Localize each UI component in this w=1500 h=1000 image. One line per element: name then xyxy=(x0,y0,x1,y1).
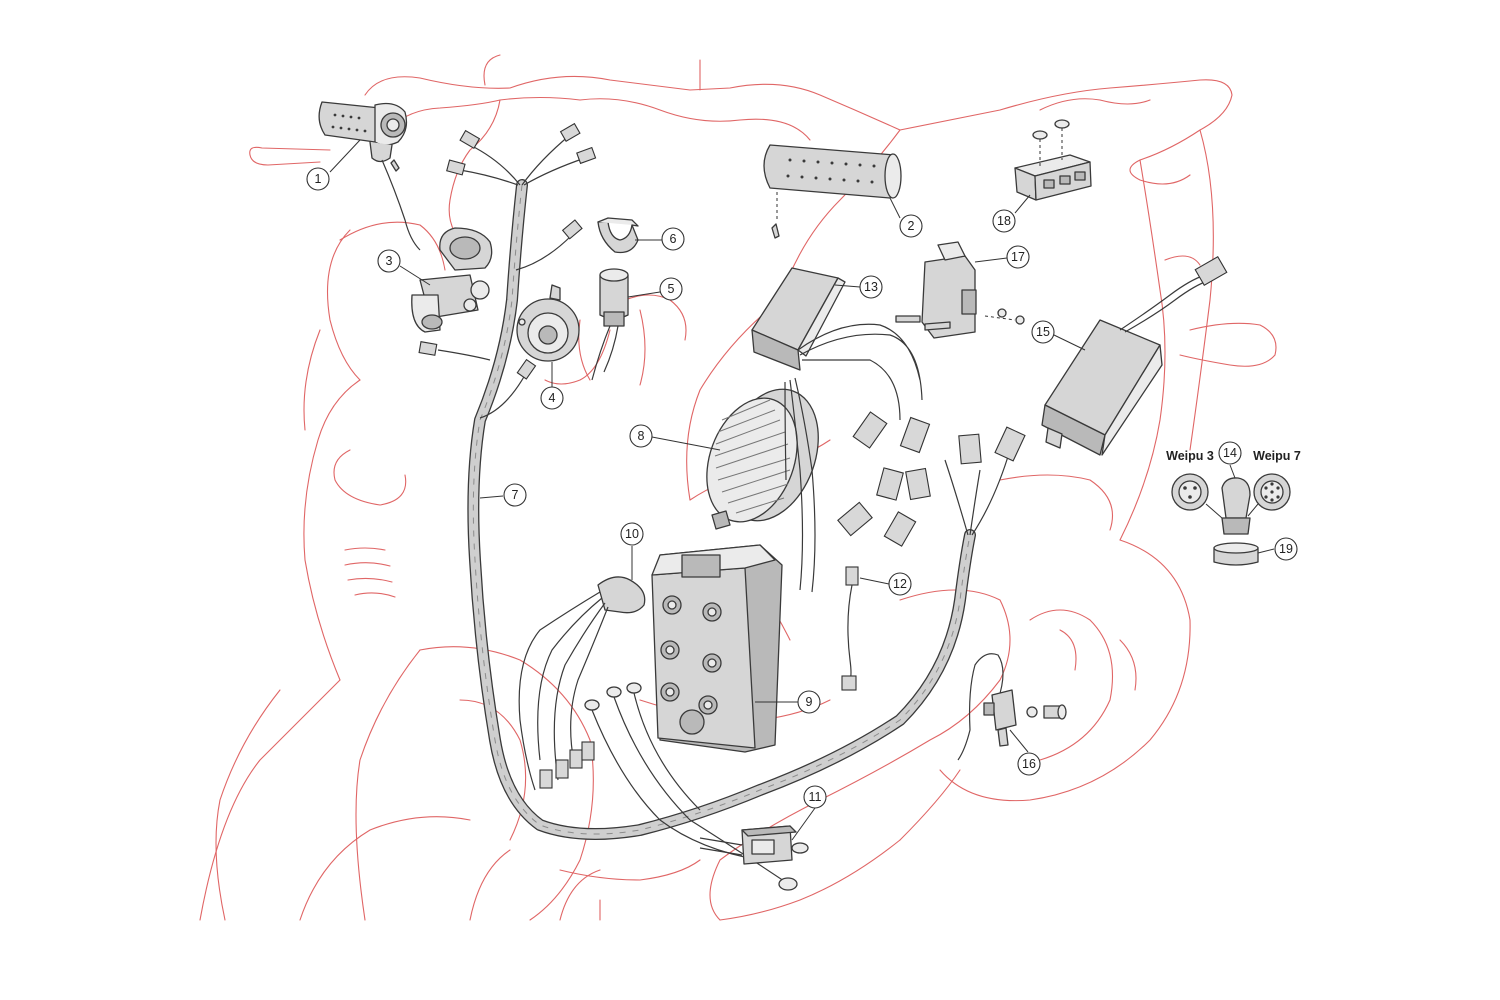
side-stand-switch xyxy=(957,653,1067,761)
callout-1: 1 xyxy=(306,167,330,191)
leader-lines xyxy=(329,139,1275,841)
callout-6: 6 xyxy=(661,227,685,251)
charger-unit xyxy=(1041,255,1228,456)
connector-cap xyxy=(1213,542,1259,566)
circuit-breaker xyxy=(895,241,1025,339)
callout-8: 8 xyxy=(629,424,653,448)
horn xyxy=(516,284,580,362)
callout-9-label: 9 xyxy=(806,695,813,709)
callout-11: 11 xyxy=(803,785,827,809)
callout-19: 19 xyxy=(1274,537,1298,561)
callout-16-label: 16 xyxy=(1022,757,1036,771)
callout-12: 12 xyxy=(888,572,912,596)
callout-15-label: 15 xyxy=(1036,325,1050,339)
callout-5-label: 5 xyxy=(668,282,675,296)
throttle-grip xyxy=(318,101,421,251)
callout-18: 18 xyxy=(992,209,1016,233)
callout-4-label: 4 xyxy=(549,391,556,405)
callout-6-label: 6 xyxy=(670,232,677,246)
callout-1-label: 1 xyxy=(315,172,322,186)
callout-8-label: 8 xyxy=(638,429,645,443)
flasher-relay xyxy=(591,268,629,381)
controller-pigtail xyxy=(518,576,791,886)
callout-13: 13 xyxy=(859,275,883,299)
motor-controller xyxy=(651,544,783,753)
harness-connectors xyxy=(418,122,597,380)
callout-12-label: 12 xyxy=(893,577,907,591)
mounting-clamp xyxy=(597,217,639,254)
callout-5: 5 xyxy=(659,277,683,301)
pigtail-lead xyxy=(841,566,859,691)
callout-2: 2 xyxy=(899,214,923,238)
callout-3: 3 xyxy=(377,249,401,273)
callout-7-label: 7 xyxy=(512,488,519,502)
callout-14: 14 xyxy=(1218,441,1242,465)
terminal-block xyxy=(1014,119,1092,201)
battery-connector xyxy=(699,825,809,891)
callout-2-label: 2 xyxy=(908,219,915,233)
weipu-7-label: Weipu 7 xyxy=(1253,449,1301,463)
callout-11-label: 11 xyxy=(809,790,822,804)
callout-13-label: 13 xyxy=(864,280,878,294)
callout-7: 7 xyxy=(503,483,527,507)
callout-17: 17 xyxy=(1006,245,1030,269)
weipu-connectors xyxy=(1171,473,1291,535)
callout-15: 15 xyxy=(1031,320,1055,344)
ignition-switch xyxy=(411,227,493,333)
callout-10-label: 10 xyxy=(625,527,639,541)
callout-16: 16 xyxy=(1017,752,1041,776)
weipu-3-label: Weipu 3 xyxy=(1166,449,1214,463)
main-wiring-harness xyxy=(437,134,1011,840)
handlebar-grip xyxy=(763,144,902,239)
callout-19-label: 19 xyxy=(1279,542,1293,556)
callout-17-label: 17 xyxy=(1011,250,1025,264)
callout-14-label: 14 xyxy=(1223,446,1237,460)
callout-18-label: 18 xyxy=(997,214,1011,228)
callout-4: 4 xyxy=(540,386,564,410)
dc-dc-converter xyxy=(751,267,1026,547)
callout-9: 9 xyxy=(797,690,821,714)
callout-3-label: 3 xyxy=(386,254,393,268)
motor-stator xyxy=(706,377,819,593)
callout-10: 10 xyxy=(620,522,644,546)
